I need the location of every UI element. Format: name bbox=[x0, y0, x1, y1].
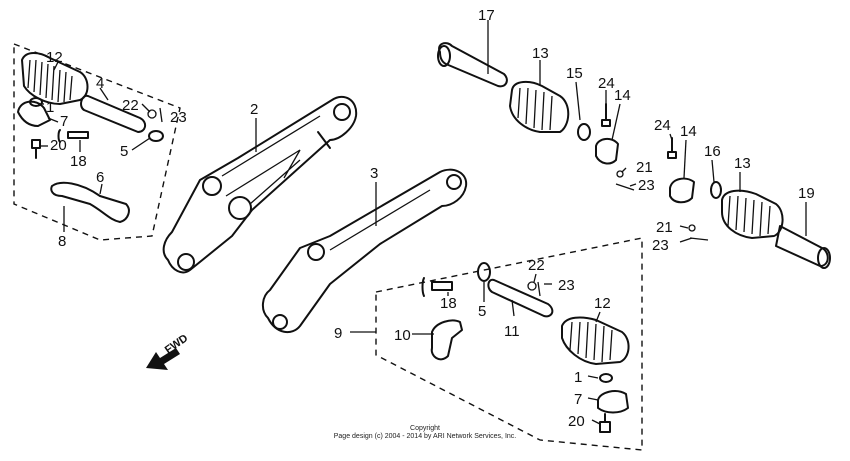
footpeg-rubber-13-top bbox=[509, 80, 570, 133]
washer-left bbox=[148, 130, 164, 142]
washer-22-right bbox=[527, 281, 537, 291]
callout-7-right: 7 bbox=[574, 391, 582, 408]
footpeg-shaft-17 bbox=[437, 42, 508, 88]
bracket-6 bbox=[50, 181, 130, 223]
callout-7-left: 7 bbox=[60, 113, 68, 130]
callout-labels: 12 1 4 22 23 7 5 20 18 6 8 2 3 9 10 11 1… bbox=[46, 7, 815, 430]
washer-22-left bbox=[147, 109, 157, 119]
clip-23-right-group bbox=[537, 281, 541, 297]
callout-6: 6 bbox=[96, 169, 104, 186]
right-group-outline bbox=[375, 237, 643, 451]
washer-5-right bbox=[477, 262, 491, 282]
callout-11: 11 bbox=[504, 323, 520, 340]
callout-24-right: 24 bbox=[654, 117, 671, 134]
bracket-14-right bbox=[669, 177, 695, 204]
bracket-7-right bbox=[597, 390, 629, 414]
bracket-14-top bbox=[595, 138, 619, 165]
callout-5-left: 5 bbox=[120, 143, 128, 160]
callout-16: 16 bbox=[704, 143, 721, 160]
pin-18-left bbox=[57, 129, 89, 143]
footpeg-shaft-19 bbox=[775, 225, 831, 269]
pin-18-right bbox=[421, 277, 453, 297]
footpeg-rubber-12-right bbox=[561, 316, 630, 365]
bolt-24-right bbox=[667, 137, 677, 159]
stopper-left bbox=[17, 97, 51, 127]
bolt-24-top bbox=[601, 103, 611, 127]
callout-8: 8 bbox=[58, 233, 66, 250]
callout-10: 10 bbox=[394, 327, 411, 344]
callout-23-top: 23 bbox=[638, 177, 655, 194]
callout-18-right: 18 bbox=[440, 295, 457, 312]
bolt-20-right bbox=[599, 413, 611, 433]
pin-21-top bbox=[616, 170, 624, 178]
callout-23-left: 23 bbox=[170, 109, 187, 126]
bracket-10 bbox=[430, 319, 463, 361]
pin-21-right bbox=[688, 224, 696, 232]
callout-4: 4 bbox=[96, 75, 104, 92]
callout-20-left: 20 bbox=[50, 137, 67, 154]
copyright-line-2: Page design (c) 2004 - 2014 by ARI Netwo… bbox=[333, 433, 517, 440]
callout-1-right: 1 bbox=[574, 369, 582, 386]
callout-20-right: 20 bbox=[568, 413, 585, 430]
callout-14-right: 14 bbox=[680, 123, 697, 140]
clip-23-left bbox=[159, 107, 163, 123]
callout-23-right: 23 bbox=[558, 277, 575, 294]
clip-23-right bbox=[689, 237, 709, 241]
step-bracket-2 bbox=[162, 95, 358, 274]
callout-21-right: 21 bbox=[656, 219, 673, 236]
callout-2: 2 bbox=[250, 101, 258, 118]
pin-11 bbox=[487, 278, 554, 318]
clip-23-top bbox=[615, 183, 635, 191]
callout-23-right-group: 23 bbox=[652, 237, 669, 254]
step-bracket-3 bbox=[262, 168, 468, 334]
copyright-line-1: Copyright bbox=[410, 425, 440, 432]
callout-9: 9 bbox=[334, 325, 342, 342]
collar-16 bbox=[710, 181, 722, 199]
fwd-arrow-icon: FWD bbox=[146, 332, 190, 370]
callout-13-right: 13 bbox=[734, 155, 751, 172]
leader-lines bbox=[38, 20, 807, 425]
footpeg-rubber-13-right bbox=[721, 189, 784, 239]
washer-15 bbox=[577, 123, 591, 141]
callout-21-top: 21 bbox=[636, 159, 653, 176]
callout-12-left: 12 bbox=[46, 49, 63, 66]
callout-14-top: 14 bbox=[614, 87, 631, 104]
bolt-20-left bbox=[31, 139, 41, 159]
callout-5-right: 5 bbox=[478, 303, 486, 320]
left-group-outline bbox=[13, 43, 181, 241]
callout-18-left: 18 bbox=[70, 153, 87, 170]
pin-4 bbox=[80, 94, 146, 133]
callout-17: 17 bbox=[478, 7, 495, 24]
callout-22-left: 22 bbox=[122, 97, 139, 114]
callout-19: 19 bbox=[798, 185, 815, 202]
callout-12-right: 12 bbox=[594, 295, 611, 312]
callout-15: 15 bbox=[566, 65, 583, 82]
callout-22-right: 22 bbox=[528, 257, 545, 274]
callout-3: 3 bbox=[370, 165, 378, 182]
callout-24-top: 24 bbox=[598, 75, 615, 92]
callout-1-left: 1 bbox=[46, 99, 54, 116]
stopper-right bbox=[599, 373, 613, 383]
callout-13-top: 13 bbox=[532, 45, 549, 62]
